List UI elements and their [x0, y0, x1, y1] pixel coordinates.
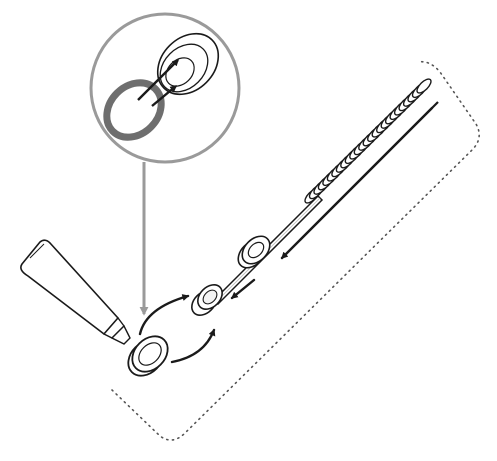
arrow-slide-cup	[230, 278, 256, 300]
coil-spring	[304, 78, 432, 204]
arrow-grease-right	[170, 328, 216, 364]
seal-cup	[191, 284, 223, 316]
detail-o-ring	[103, 79, 165, 141]
arrow-grease-left	[138, 294, 190, 336]
detail-arrow-1	[137, 59, 179, 101]
detail-magnifier	[89, 12, 241, 164]
spring-coil	[416, 78, 432, 94]
o-ring	[127, 335, 169, 377]
detail-arrow-2	[151, 85, 178, 107]
piston-seal	[237, 235, 271, 269]
arrow-slide-seal	[280, 106, 434, 260]
grease-tube	[20, 239, 131, 345]
action-arrows	[138, 106, 434, 364]
